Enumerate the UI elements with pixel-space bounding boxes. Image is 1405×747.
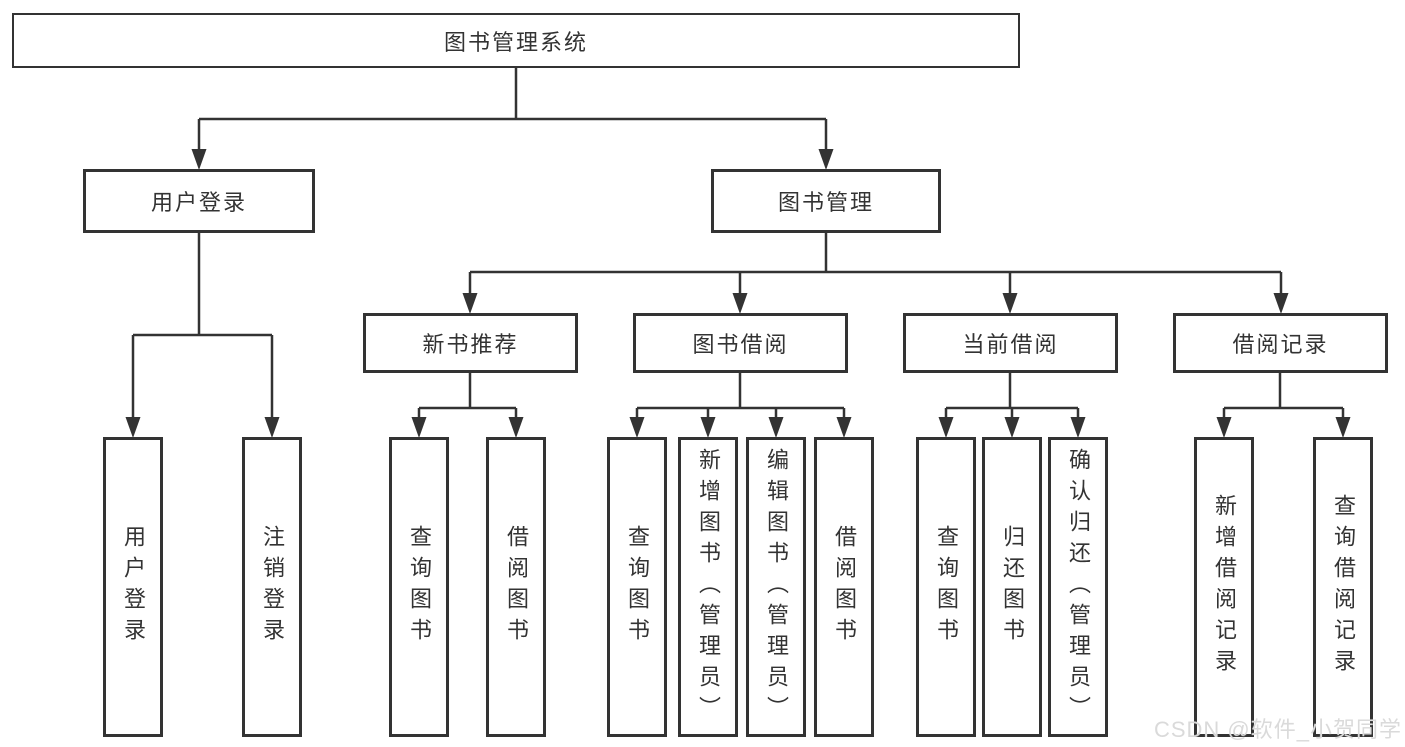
leaf-return-books: 归还图书 <box>982 437 1042 737</box>
node-label: 图书管理系统 <box>443 29 588 55</box>
leaf-edit-books-admin: 编辑图书（管理员） <box>746 437 806 737</box>
node-label: 用户登录 <box>121 525 146 649</box>
leaf-query-books-borrow: 查询图书 <box>607 437 667 737</box>
node-label: 新增借阅记录 <box>1212 494 1237 680</box>
node-label: 当前借阅 <box>962 332 1059 357</box>
node-library-management-system: 图书管理系统 <box>12 13 1020 68</box>
node-label: 用户登录 <box>150 190 247 215</box>
node-label: 借阅图书 <box>504 525 529 649</box>
node-label: 注销登录 <box>260 525 285 649</box>
node-label: 借阅记录 <box>1232 332 1329 357</box>
leaf-query-books-current: 查询图书 <box>916 437 976 737</box>
node-label: 查询图书 <box>934 525 959 649</box>
leaf-borrow-books-recommend: 借阅图书 <box>486 437 546 737</box>
arrowheads <box>125 149 1351 438</box>
node-label: 图书管理 <box>777 190 874 215</box>
leaf-query-borrow-record: 查询借阅记录 <box>1313 437 1373 737</box>
node-label: 新增图书（管理员） <box>696 447 721 727</box>
leaf-add-borrow-record: 新增借阅记录 <box>1194 437 1254 737</box>
node-label: 编辑图书（管理员） <box>764 447 789 727</box>
node-new-book-recommend: 新书推荐 <box>363 313 578 373</box>
leaf-confirm-return-admin: 确认归还（管理员） <box>1048 437 1108 737</box>
node-current-borrow: 当前借阅 <box>903 313 1118 373</box>
node-label: 查询图书 <box>407 525 432 649</box>
leaf-borrow-books: 借阅图书 <box>814 437 874 737</box>
node-book-borrow: 图书借阅 <box>633 313 848 373</box>
node-borrow-records: 借阅记录 <box>1173 313 1388 373</box>
csdn-watermark: CSDN @软件_小贺同学 <box>1153 717 1402 742</box>
node-label: 图书借阅 <box>692 332 789 357</box>
node-label: 借阅图书 <box>832 525 857 649</box>
node-book-management: 图书管理 <box>711 169 941 233</box>
node-label: 新书推荐 <box>422 332 519 357</box>
leaf-logout: 注销登录 <box>242 437 302 737</box>
node-label: 确认归还（管理员） <box>1066 447 1091 727</box>
leaf-query-books-recommend: 查询图书 <box>389 437 449 737</box>
node-user-login: 用户登录 <box>83 169 315 233</box>
node-label: 归还图书 <box>1000 525 1025 649</box>
leaf-add-books-admin: 新增图书（管理员） <box>678 437 738 737</box>
node-label: 查询图书 <box>625 525 650 649</box>
leaf-user-login: 用户登录 <box>103 437 163 737</box>
node-label: 查询借阅记录 <box>1331 494 1356 680</box>
